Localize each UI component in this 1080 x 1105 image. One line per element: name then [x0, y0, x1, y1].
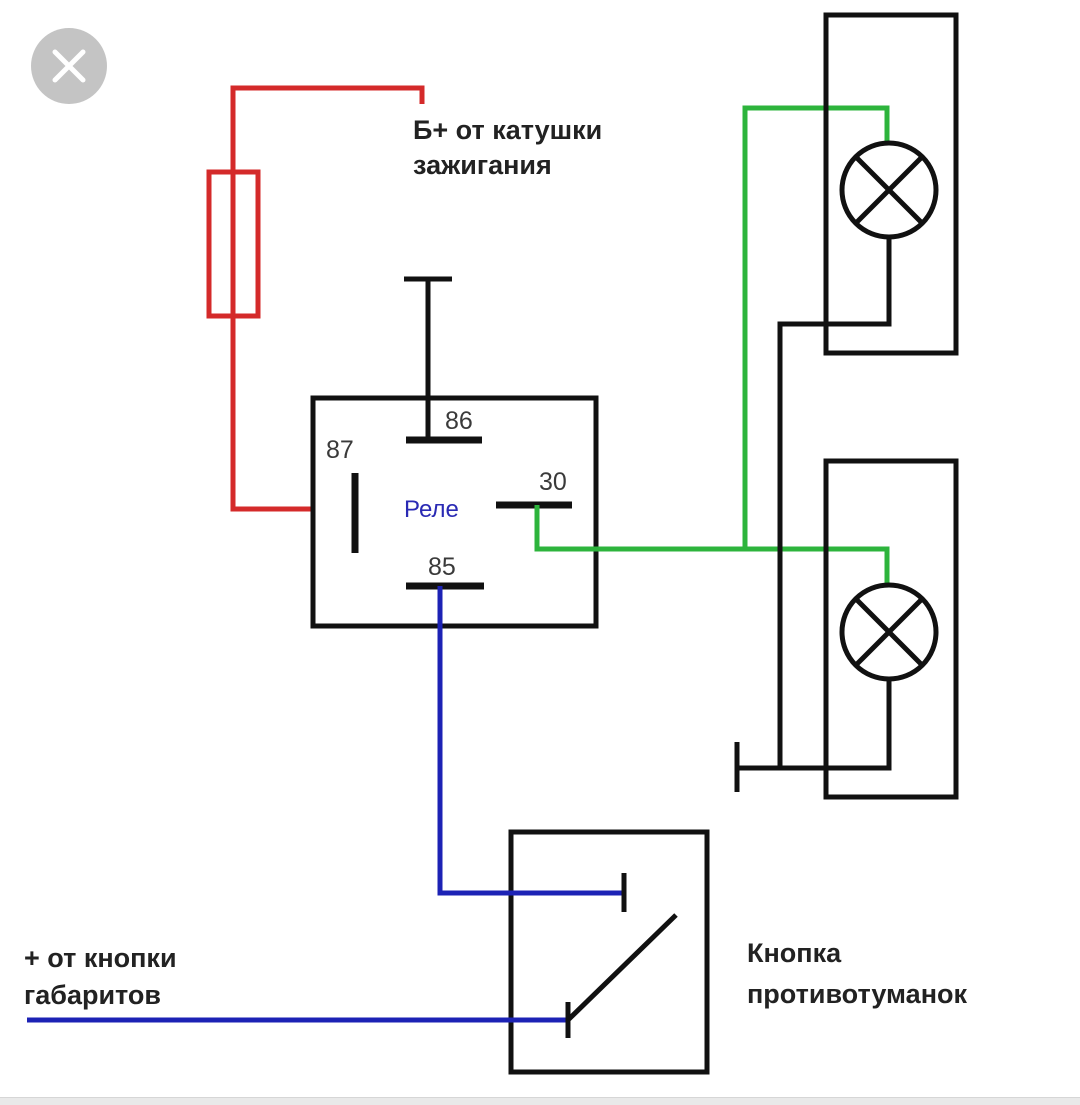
viewer-bottom-divider: [0, 1097, 1080, 1105]
lamp-icon: [839, 140, 939, 240]
fog-lamp-housing-bottom: [823, 458, 959, 800]
pin-86-label: 86: [445, 407, 473, 435]
lamp-icon: [839, 582, 939, 682]
close-icon: [52, 49, 86, 83]
fog-button-label: Кнопка противотуманок: [747, 938, 967, 1009]
switch-icon: [565, 873, 678, 1038]
control-wire: [27, 586, 624, 1023]
fog-button-box: [508, 829, 710, 1075]
relay-label: Реле: [404, 496, 459, 523]
pin-30-label: 30: [539, 468, 567, 496]
close-button[interactable]: [31, 28, 107, 104]
fog-lamp-housing-top: [823, 12, 959, 356]
ignition-label: Б+ от катушки зажигания: [413, 115, 610, 180]
lamp-wire: [534, 105, 890, 584]
ground-icon: [404, 276, 452, 440]
pin-85-label: 85: [428, 553, 456, 581]
side-lights-label: + от кнопки габаритов: [24, 943, 184, 1010]
ground-wire: [737, 237, 892, 771]
pin-87-label: 87: [326, 436, 354, 464]
